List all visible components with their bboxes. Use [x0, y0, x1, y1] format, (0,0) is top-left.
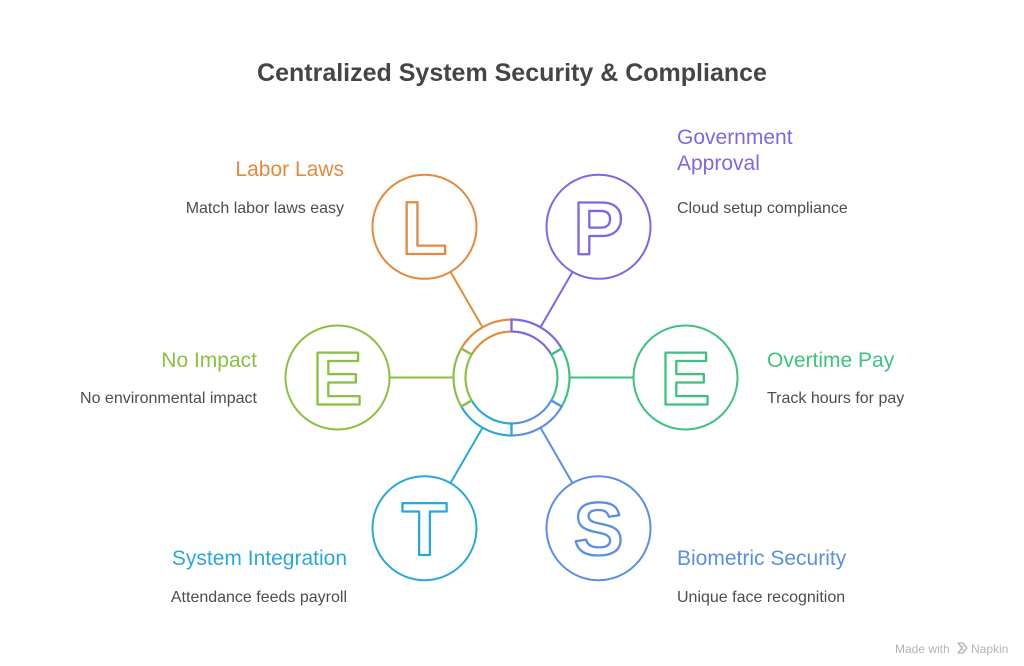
node-letter-icon: E: [312, 337, 362, 421]
node-1[interactable]: P: [545, 173, 652, 280]
central-hub-ring: [452, 318, 571, 437]
item-heading: No Impact: [161, 349, 257, 372]
node-letter-icon: S: [573, 487, 623, 571]
item-description: No environmental impact: [80, 390, 258, 407]
napkin-logo-icon: [957, 642, 968, 654]
node-letter-icon: T: [402, 487, 448, 571]
footer-brand: Napkin: [971, 642, 1008, 656]
item-heading: Government: [677, 126, 793, 149]
footer-made-with: Made with: [895, 642, 950, 656]
node-circle[interactable]: [632, 324, 739, 431]
node-letter-icon: L: [402, 186, 448, 270]
hub-segment: [460, 399, 513, 437]
spoke-line: [449, 427, 484, 484]
label-group: No Impact No environmental impact: [80, 349, 258, 407]
diagram-title: Centralized System Security & Compliance: [257, 59, 767, 87]
item-heading: Overtime Pay: [767, 349, 895, 372]
item-heading: Approval: [677, 152, 760, 175]
spoke-line: [539, 271, 574, 328]
node-0[interactable]: L: [371, 173, 478, 280]
node-circle[interactable]: [284, 324, 391, 431]
node-2[interactable]: E: [632, 324, 739, 431]
item-description: Track hours for pay: [767, 390, 904, 407]
node-letter-icon: E: [660, 337, 710, 421]
item-description: Unique face recognition: [677, 589, 845, 606]
hub-segment: [510, 399, 563, 437]
item-heading: System Integration: [172, 547, 347, 570]
node-3[interactable]: S: [545, 475, 652, 582]
hub-segment: [452, 347, 473, 408]
node-circle[interactable]: [545, 475, 652, 582]
node-4[interactable]: T: [371, 475, 478, 582]
spoke-line: [539, 427, 574, 484]
item-description: Attendance feeds payroll: [171, 589, 347, 606]
item-heading: Labor Laws: [235, 158, 344, 181]
hub-segment: [550, 347, 571, 408]
node-letter-icon: P: [573, 186, 623, 270]
item-description: Cloud setup compliance: [677, 200, 848, 217]
hub-segment: [510, 318, 563, 356]
spoke-line: [449, 271, 484, 328]
item-heading: Biometric Security: [677, 547, 847, 570]
footer-watermark[interactable]: Made with Napkin: [895, 642, 1008, 656]
item-description: Match labor laws easy: [186, 200, 344, 217]
node-circle[interactable]: [545, 173, 652, 280]
node-circle[interactable]: [371, 173, 478, 280]
hub-segment: [460, 318, 513, 356]
node-5[interactable]: E: [284, 324, 391, 431]
spokes: [389, 271, 634, 484]
node-circle[interactable]: [371, 475, 478, 582]
